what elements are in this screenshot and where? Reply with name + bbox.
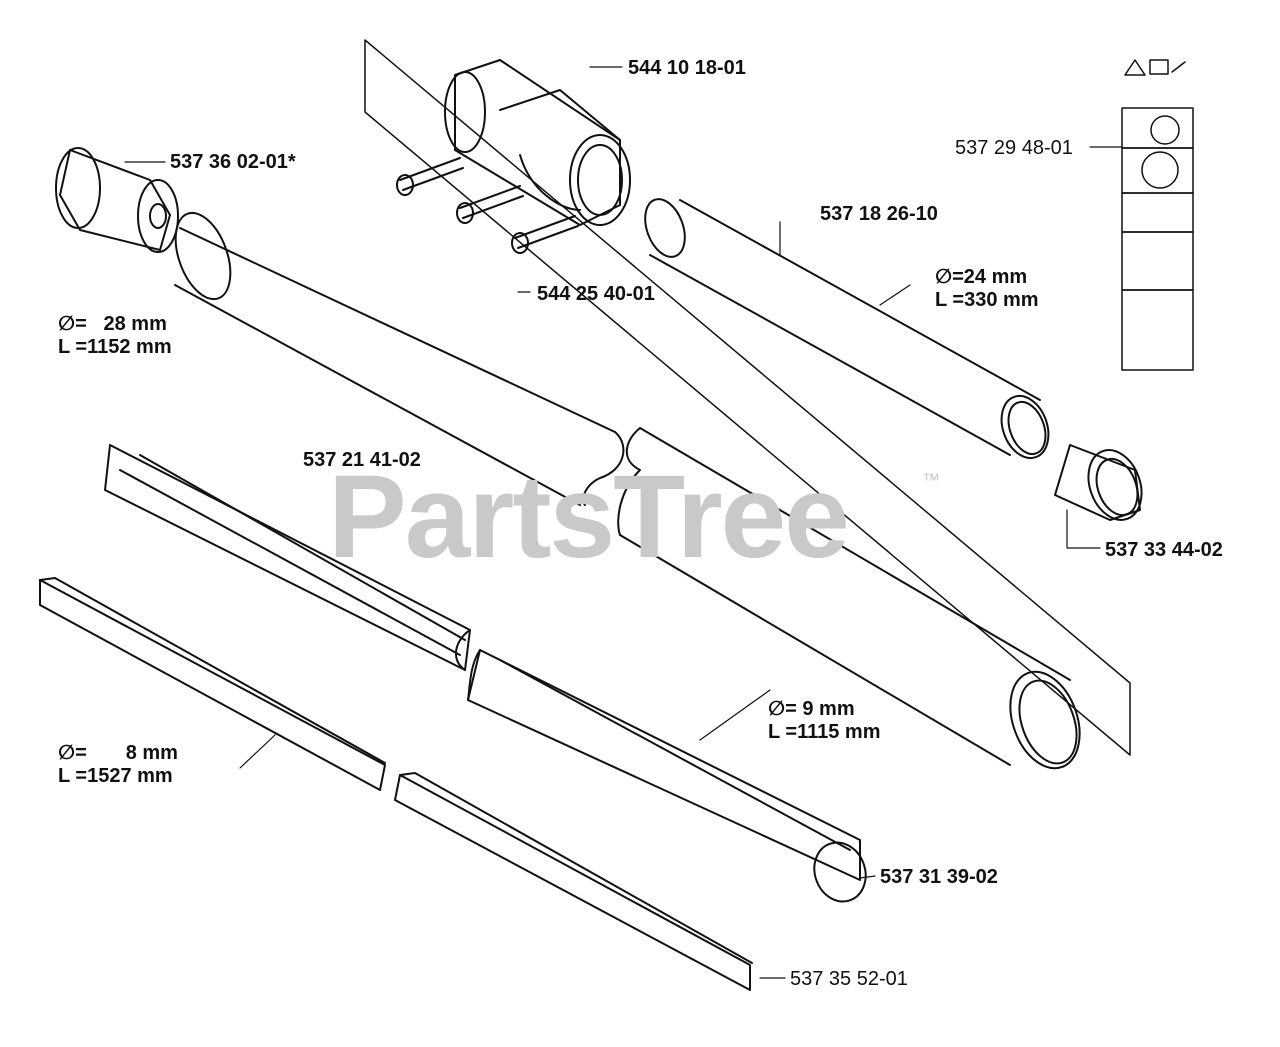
bushing-left	[55, 147, 179, 253]
shaft-upper	[39, 577, 386, 791]
trademark-symbol: ™	[922, 470, 940, 490]
leader-lines	[124, 66, 1123, 979]
main-tube-lower	[617, 427, 1081, 770]
decal-sheet	[1121, 59, 1194, 371]
screws	[396, 157, 579, 254]
part-label-544-10-18-01: 544 10 18-01	[628, 57, 746, 79]
part-label-537-29-48-01: 537 29 48-01	[955, 137, 1073, 159]
dimension-main-tube: ∅= 28 mm L =1152 mm	[58, 313, 172, 358]
dimension-shaft: ∅= 8 mm L =1527 mm	[58, 742, 178, 787]
short-tube	[644, 198, 1050, 459]
dimension-short-tube: ∅=24 mm L =330 mm	[935, 266, 1039, 311]
liner-lower	[467, 649, 867, 903]
part-label-537-36-02-01: 537 36 02-01*	[170, 151, 296, 173]
part-label-537-33-44-02: 537 33 44-02	[1105, 539, 1223, 561]
shaft-lower	[394, 772, 753, 991]
part-label-537-21-41-02: 537 21 41-02	[303, 449, 421, 471]
part-label-537-18-26-10: 537 18 26-10	[820, 203, 938, 225]
dimension-liner: ∅= 9 mm L =1115 mm	[768, 698, 881, 743]
clamp-housing	[444, 59, 631, 226]
bushing-right	[1054, 444, 1143, 521]
part-label-544-25-40-01: 544 25 40-01	[537, 283, 655, 305]
part-label-537-35-52-01: 537 35 52-01	[790, 968, 908, 990]
watermark: PartsTree	[328, 451, 850, 583]
liner-upper	[104, 444, 471, 671]
mounting-plane	[364, 39, 1131, 756]
part-label-537-31-39-02: 537 31 39-02	[880, 866, 998, 888]
main-tube-upper	[174, 211, 625, 506]
